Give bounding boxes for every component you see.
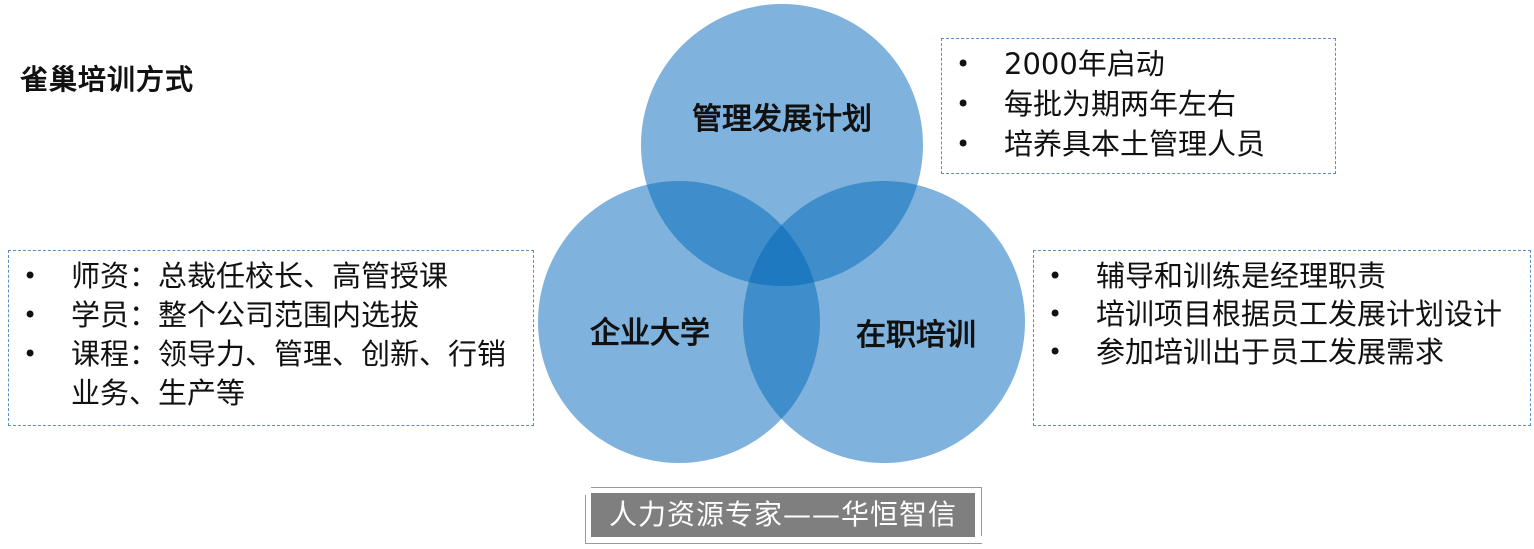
bullet-item: 辅导和训练是经理职责 xyxy=(1034,257,1530,295)
bullet-item: 学员：整个公司范围内选拔 xyxy=(9,296,533,335)
bullet-item: 课程：领导力、管理、创新、行销业务、生产等 xyxy=(9,335,533,413)
footer-frame xyxy=(585,495,982,544)
bullet-item: 培训项目根据员工发展计划设计 xyxy=(1034,295,1530,333)
bullet-item: 参加培训出于员工发展需求 xyxy=(1034,333,1530,371)
footer-frame xyxy=(591,487,982,536)
overlap-top-left xyxy=(641,181,820,286)
footer-text: 人力资源专家——华恒智信 xyxy=(591,493,975,537)
on-the-job-training-box: 辅导和训练是经理职责 培训项目根据员工发展计划设计 参加培训出于员工发展需求 xyxy=(1033,250,1531,426)
corporate-university-box: 师资：总裁任校长、高管授课 学员：整个公司范围内选拔 课程：领导力、管理、创新、… xyxy=(8,250,534,426)
management-development-box: 2000年启动 每批为期两年左右 培养具本土管理人员 xyxy=(941,38,1336,174)
bullet-item: 2000年启动 xyxy=(942,44,1335,84)
circle-label-top: 管理发展计划 xyxy=(692,102,872,137)
circle-label-right: 在职培训 xyxy=(856,318,976,353)
overlap-top-right xyxy=(743,181,923,286)
footer-banner: 人力资源专家——华恒智信 xyxy=(585,487,982,544)
page-title: 雀巢培训方式 xyxy=(20,63,195,96)
bullet-item: 培养具本土管理人员 xyxy=(942,124,1335,164)
bullet-item: 每批为期两年左右 xyxy=(942,84,1335,124)
circle-label-left: 企业大学 xyxy=(590,316,710,351)
bullet-item: 师资：总裁任校长、高管授课 xyxy=(9,257,533,296)
